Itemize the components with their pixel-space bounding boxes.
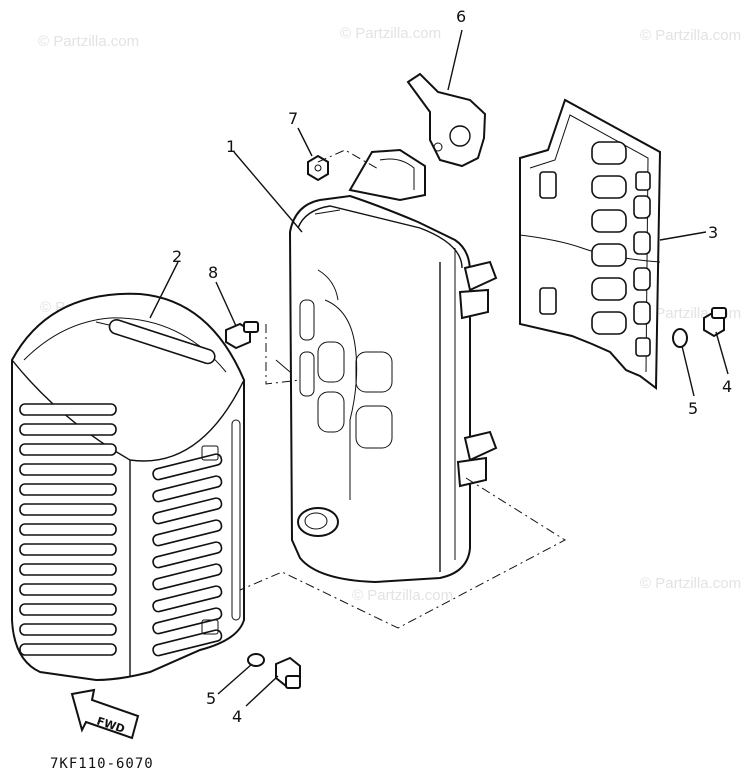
assembly-lines bbox=[239, 149, 567, 629]
protector-slots bbox=[539, 141, 651, 357]
callout-4-bottom: 4 bbox=[232, 707, 242, 726]
forward-direction-arrow: FWD bbox=[70, 688, 140, 740]
nut-7 bbox=[307, 154, 329, 182]
bolt-4-bottom bbox=[275, 656, 301, 689]
washer-5-bottom bbox=[247, 653, 265, 667]
bolt-8 bbox=[225, 321, 259, 350]
watermark-text: © Partzilla.com bbox=[340, 25, 441, 42]
callout-5-right: 5 bbox=[688, 399, 698, 418]
callout-4-right: 4 bbox=[722, 377, 732, 396]
washer-5-right bbox=[672, 328, 688, 348]
grille-left bbox=[19, 403, 117, 656]
watermark-text: © Partzilla.com bbox=[352, 587, 453, 604]
muffler-body bbox=[288, 148, 498, 584]
bolt-4-right bbox=[703, 307, 727, 338]
callout-8: 8 bbox=[208, 263, 218, 282]
callout-5-bottom: 5 bbox=[206, 689, 216, 708]
callout-6: 6 bbox=[456, 7, 466, 26]
leader-lines bbox=[149, 29, 729, 707]
rear-heat-protector bbox=[519, 98, 662, 390]
diagram-code: 7KF110-6070 bbox=[50, 756, 154, 772]
watermark-text: © Partzilla.com bbox=[640, 575, 741, 592]
callouts: 1 2 3 6 7 8 5 4 5 4 bbox=[172, 7, 732, 726]
callout-7: 7 bbox=[288, 109, 298, 128]
muffler-bracket bbox=[406, 72, 487, 168]
callout-3: 3 bbox=[708, 223, 718, 242]
watermark-text: © Partzilla.com bbox=[640, 27, 741, 44]
callout-2: 2 bbox=[172, 247, 182, 266]
watermark-text: © Partzilla.com bbox=[38, 33, 139, 50]
front-heat-protector bbox=[11, 292, 245, 682]
callout-1: 1 bbox=[226, 137, 236, 156]
